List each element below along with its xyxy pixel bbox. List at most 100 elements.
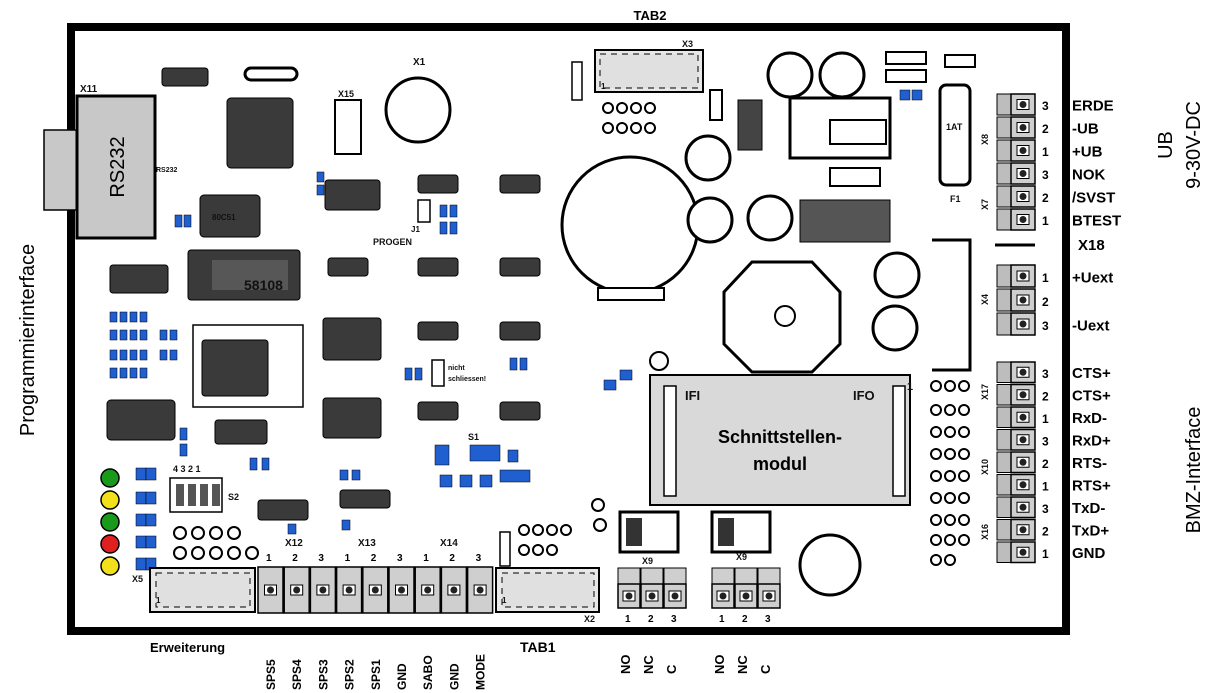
terminal-pin-number: 3 [1042,99,1049,113]
pad-cluster-x2 [518,498,607,556]
crystal [243,66,299,82]
x2-pin-label: 1 [502,596,507,605]
terminal-pin-number: 3 [1042,502,1049,516]
erweiterung-label: Erweiterung [150,640,225,655]
dip-numbers: 4 3 2 1 [173,464,201,474]
relay-contact-label: NO [618,655,633,675]
terminal-side-1 [996,116,1012,139]
screw-terminal [1010,162,1036,185]
terminal-pin-number: 1 [1042,271,1049,285]
led-3 [100,534,120,554]
terminal-signal-label: GND [1072,545,1106,562]
bottom-signal-label: GND [395,663,409,690]
diode-top [944,54,976,68]
screw-terminal [1010,383,1036,406]
terminal-pin-number: 1 [1042,479,1049,493]
x9b-label: X9 [736,552,747,562]
tab2-label: TAB2 [634,8,667,23]
bottom-signal-label: SPS1 [369,659,383,690]
fuse-value: 1AT [946,122,963,132]
x14-label: X14 [440,538,458,549]
x16-label: X16 [980,524,990,540]
terminal-signal-label: BTEST [1072,213,1121,230]
bottom-signal-label: SPS2 [343,659,357,690]
bottom-signal-label: SPS5 [264,659,278,690]
side-label-voltage: 9-30V-DC [1183,101,1205,189]
x15-label: X15 [338,89,354,99]
bottom-terminal-pin: 1 [423,553,429,564]
terminal-side-7 [996,519,1012,541]
bottom-terminal-pin: 3 [476,553,482,564]
x3-label: X3 [682,39,693,49]
dip-switch-levers [176,484,220,506]
x2-side-part [499,531,511,567]
terminal-pin-number: 1 [1042,547,1049,561]
bottom-signal-label: SPS4 [290,659,304,690]
bottom-terminal-pin: 3 [397,553,403,564]
ifi-header [663,385,677,497]
terminal-pin-number: 2 [1042,122,1049,136]
side-label-ub: UB [1155,131,1177,159]
relay-pin-number: 3 [671,614,677,625]
capacitors [684,51,921,597]
screw-terminal [1010,496,1036,519]
bottom-screw-terminal [466,566,494,614]
bottom-terminal-pin: 1 [266,553,272,564]
bottom-signal-label: MODE [474,654,488,690]
bottom-screw-terminal [257,566,284,614]
relay-contact-label: NO [712,655,727,675]
rs232-small-label: RS232 [156,167,178,174]
x13-label: X13 [358,538,376,549]
terminal-side-4 [996,185,1012,208]
terminal-signal-label: RxD+ [1072,433,1111,450]
screw-terminal [1010,185,1036,208]
relay-terminal-top [617,567,641,585]
relay-screw-terminal [757,583,781,609]
module-mount-hole [649,351,669,371]
transistor [737,99,763,151]
battery-cell [560,155,700,295]
terminal-side-3 [996,429,1012,451]
terminal-side-0 [996,93,1012,116]
led-1 [100,490,120,510]
relay-2-coil [718,518,734,546]
relay-screw-terminal [711,583,735,609]
bottom-terminal-pin: 2 [449,553,455,564]
ic-group [106,67,541,521]
side-label-bmz-interface: BMZ-Interface [1183,407,1205,534]
screw-terminal [1010,139,1036,162]
screw-terminal [1010,93,1036,116]
tab1-label: TAB1 [520,639,556,655]
module-title-1: Schnittstellen- [718,427,842,447]
bottom-signal-label: SABO [421,655,435,690]
screw-terminal [1010,541,1036,564]
terminal-side-8 [996,541,1012,563]
terminal-signal-label: RTS+ [1072,478,1111,495]
fuse [938,83,972,187]
terminal-side-4 [996,451,1012,473]
regulator [829,119,887,145]
x15-part [334,99,362,155]
pad-cluster-top [602,102,656,134]
terminal-pin-number: 3 [1042,367,1049,381]
terminal-signal-label: +Uext [1072,269,1113,286]
x12-label: X12 [285,538,303,549]
terminal-pin-number: 1 [1042,412,1049,426]
x3-pins [599,53,699,89]
relay-screw-terminal [734,583,758,609]
x10-label: X10 [980,459,990,475]
rs232-box-label: RS232 [107,136,129,197]
module-title-2: modul [753,454,807,474]
relay-screw-terminal [663,583,687,609]
x7-label: X7 [980,199,990,210]
x4-bracket [932,238,972,372]
screw-terminal [1010,518,1036,541]
terminal-signal-label: +UB [1072,144,1103,161]
x2-label: X2 [584,614,595,624]
rs232-plug [43,129,81,211]
rs232-box [75,94,157,240]
